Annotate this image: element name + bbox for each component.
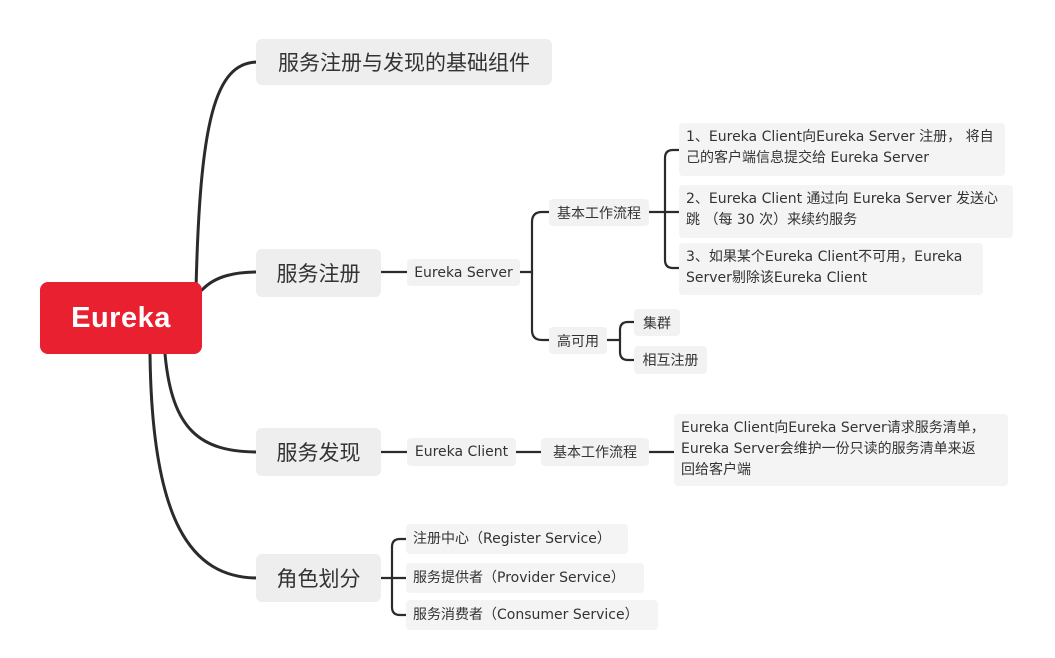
node-server-workflow[interactable]: 基本工作流程 bbox=[549, 199, 649, 226]
role-consumer-label: 服务消费者（Consumer Service） bbox=[413, 606, 639, 623]
node-ha-mutual-registration[interactable]: 相互注册 bbox=[634, 346, 707, 374]
root-node-label: Eureka bbox=[71, 301, 171, 334]
role-provider-label: 服务提供者（Provider Service） bbox=[413, 569, 625, 586]
client-detail-line-2: Eureka Server会维护一份只读的服务清单来返 bbox=[681, 441, 976, 457]
node-foundation-component[interactable]: 服务注册与发现的基础组件 bbox=[256, 39, 552, 85]
node-service-registration[interactable]: 服务注册 bbox=[256, 249, 381, 297]
node-discovery-label: 服务发现 bbox=[276, 441, 361, 465]
node-ha-cluster[interactable]: 集群 bbox=[634, 309, 680, 336]
node-ha-label: 高可用 bbox=[557, 333, 599, 350]
node-roles-label: 角色划分 bbox=[276, 567, 361, 591]
node-client-workflow-label: 基本工作流程 bbox=[553, 445, 637, 461]
node-server-workflow-label: 基本工作流程 bbox=[557, 205, 641, 222]
node-client-workflow[interactable]: 基本工作流程 bbox=[541, 438, 649, 466]
step-2-line-1: 2、Eureka Client 通过向 Eureka Server 发送心 bbox=[686, 191, 999, 207]
step-1-line-2: 己的客户端信息提交给 Eureka Server bbox=[686, 150, 930, 166]
step-3-line-1: 3、如果某个Eureka Client不可用，Eureka bbox=[686, 249, 963, 265]
node-role-register-service[interactable]: 注册中心（Register Service） bbox=[406, 524, 628, 554]
node-eureka-server-label: Eureka Server bbox=[414, 264, 513, 281]
root-node-eureka[interactable]: Eureka bbox=[40, 282, 202, 354]
node-eureka-client[interactable]: Eureka Client bbox=[407, 438, 516, 466]
node-eureka-server[interactable]: Eureka Server bbox=[407, 259, 520, 286]
step-1-line-1: 1、Eureka Client向Eureka Server 注册， 将自 bbox=[686, 129, 994, 145]
node-service-discovery[interactable]: 服务发现 bbox=[256, 428, 381, 476]
node-workflow-step-3[interactable]: 3、如果某个Eureka Client不可用，Eureka Server剔除该E… bbox=[679, 243, 983, 295]
client-detail-line-1: Eureka Client向Eureka Server请求服务清单， bbox=[681, 420, 985, 436]
client-detail-line-3: 回给客户端 bbox=[681, 462, 751, 478]
node-ha-mutual-label: 相互注册 bbox=[642, 353, 699, 369]
node-ha-cluster-label: 集群 bbox=[643, 315, 671, 332]
node-role-consumer-service[interactable]: 服务消费者（Consumer Service） bbox=[406, 600, 658, 630]
node-client-workflow-detail[interactable]: Eureka Client向Eureka Server请求服务清单， Eurek… bbox=[674, 414, 1008, 486]
node-workflow-step-2[interactable]: 2、Eureka Client 通过向 Eureka Server 发送心 跳 … bbox=[679, 185, 1013, 238]
role-register-label: 注册中心（Register Service） bbox=[413, 530, 611, 547]
node-role-provider-service[interactable]: 服务提供者（Provider Service） bbox=[406, 563, 644, 593]
step-3-line-2: Server剔除该Eureka Client bbox=[686, 270, 868, 286]
node-eureka-client-label: Eureka Client bbox=[414, 444, 509, 460]
node-high-availability[interactable]: 高可用 bbox=[549, 327, 607, 354]
node-registration-label: 服务注册 bbox=[276, 262, 361, 286]
step-2-line-2: 跳 （每 30 次）来续约服务 bbox=[686, 212, 858, 228]
node-foundation-label: 服务注册与发现的基础组件 bbox=[278, 51, 530, 75]
node-workflow-step-1[interactable]: 1、Eureka Client向Eureka Server 注册， 将自 己的客… bbox=[679, 123, 1005, 176]
node-role-division[interactable]: 角色划分 bbox=[256, 554, 381, 602]
